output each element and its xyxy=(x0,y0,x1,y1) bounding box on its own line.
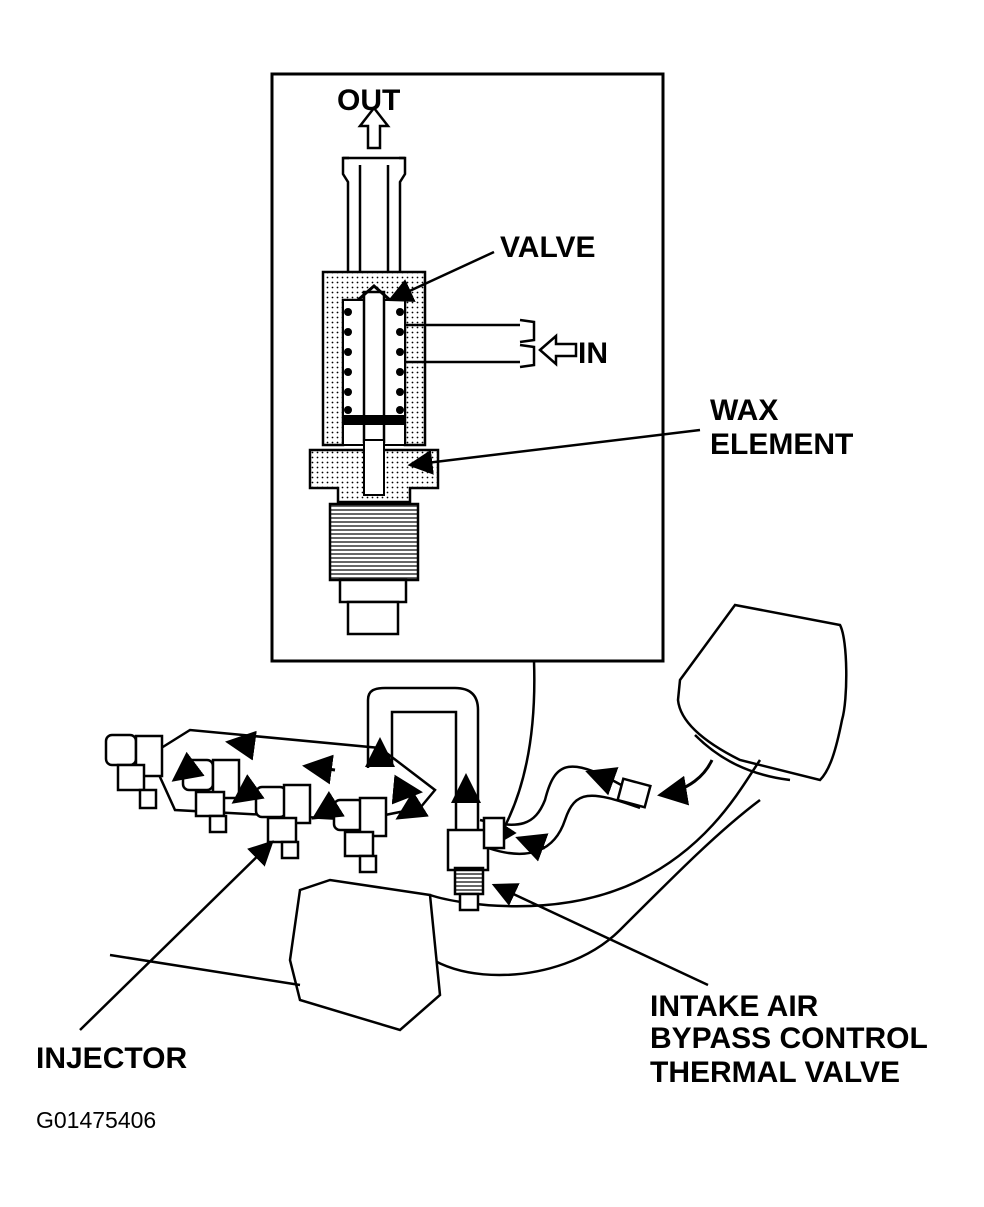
injector-1 xyxy=(104,733,164,810)
bypass-tube xyxy=(366,686,480,830)
injector-leader xyxy=(79,840,274,1031)
injector-3 xyxy=(254,783,312,860)
label-element: ELEMENT xyxy=(710,428,853,461)
hollow-left-arrow-icon xyxy=(538,333,578,367)
inlet-pipe xyxy=(405,318,536,369)
label-injector: INJECTOR xyxy=(36,1042,187,1075)
label-wax: WAX xyxy=(710,394,778,427)
label-valve: VALVE xyxy=(500,231,596,264)
label-thermal-valve: THERMAL VALVE xyxy=(650,1056,900,1089)
engine-assembly xyxy=(104,603,848,1032)
outlet-nipple xyxy=(341,156,407,272)
label-in: IN xyxy=(578,337,608,370)
small-flow-arrow-icon xyxy=(171,730,714,862)
figure-code: G01475406 xyxy=(36,1107,156,1133)
wax-element-leader xyxy=(407,428,701,475)
thermal-valve-leader xyxy=(491,883,709,987)
air-box xyxy=(676,603,848,782)
valve-housing xyxy=(321,270,427,447)
hose-to-airbox xyxy=(479,765,631,827)
valve-leader xyxy=(387,250,495,302)
wax-element-body xyxy=(308,439,440,504)
thermal-valve-assembly xyxy=(446,816,506,912)
intake-manifold xyxy=(288,878,442,1032)
hollow-up-arrow-icon xyxy=(357,105,391,150)
label-intake-air: INTAKE AIR xyxy=(650,990,819,1023)
injector-4 xyxy=(332,796,388,874)
label-out: OUT xyxy=(337,84,400,117)
label-bypass-control: BYPASS CONTROL xyxy=(650,1022,928,1055)
threaded-section xyxy=(328,502,420,636)
detail-inset xyxy=(270,72,701,663)
